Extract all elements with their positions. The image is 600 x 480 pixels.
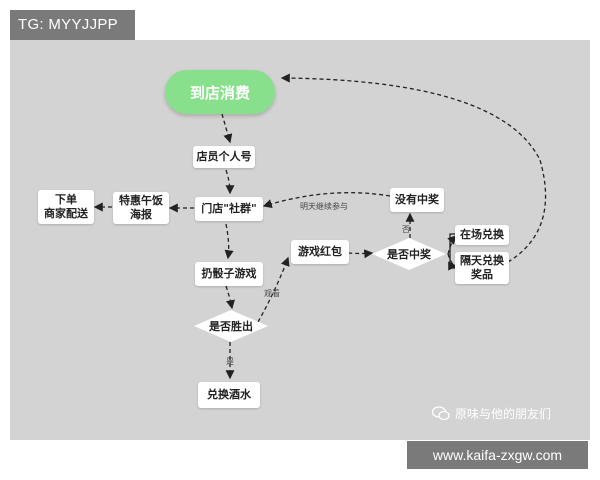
edge-dice-win: [225, 285, 235, 310]
wechat-account-name: 原味与他的朋友们: [455, 407, 552, 421]
wechat-icon: [432, 406, 450, 421]
node-lunch-poster: 特惠午饭 海报: [113, 192, 169, 224]
edge-nextday-start: [280, 73, 547, 263]
edge-prize-onsite: [447, 235, 457, 255]
diamond-win-decision: [194, 310, 268, 342]
node-onsite-redeem: 在场兑换: [455, 225, 509, 245]
watermark-top: TG: MYYJJPP: [10, 10, 135, 40]
edge-label-watch: 观看: [264, 289, 280, 298]
edge-group-dice: [224, 223, 234, 260]
node-start: 到店消费: [165, 70, 275, 114]
node-store-group: 门店"社群": [195, 197, 263, 221]
node-no-prize: 没有中奖: [390, 188, 444, 212]
node-order-delivery: 下单 商家配送: [38, 190, 94, 224]
edge-staff-group: [225, 169, 235, 195]
node-game-redpacket: 游戏红包: [291, 240, 349, 264]
node-redeem-wine: 兑换酒水: [198, 382, 260, 408]
node-dice-game: 扔骰子游戏: [195, 262, 263, 286]
redeem-bracket: [449, 233, 455, 269]
edge-win-redpacket: [257, 256, 290, 323]
edge-start-staff: [221, 113, 233, 144]
node-prize-decision: 是否中奖: [387, 248, 431, 261]
node-nextday-redeem: 隔天兑换 奖品: [455, 252, 509, 284]
edge-label-no: 否: [402, 225, 410, 234]
wechat-watermark: 原味与他的朋友们: [432, 405, 551, 422]
watermark-bottom: www.kaifa-zxgw.com: [407, 441, 588, 469]
diamond-prize-decision: [372, 238, 446, 270]
edge-label-continue-tomorrow: 明天继续参与: [300, 202, 348, 211]
edge-label-yes: 是: [226, 357, 234, 366]
node-win-decision: 是否胜出: [209, 320, 253, 333]
edge-redpacket-prize: [347, 249, 374, 259]
node-staff-account: 店员个人号: [193, 146, 255, 168]
edge-noprize-group: [262, 192, 391, 209]
